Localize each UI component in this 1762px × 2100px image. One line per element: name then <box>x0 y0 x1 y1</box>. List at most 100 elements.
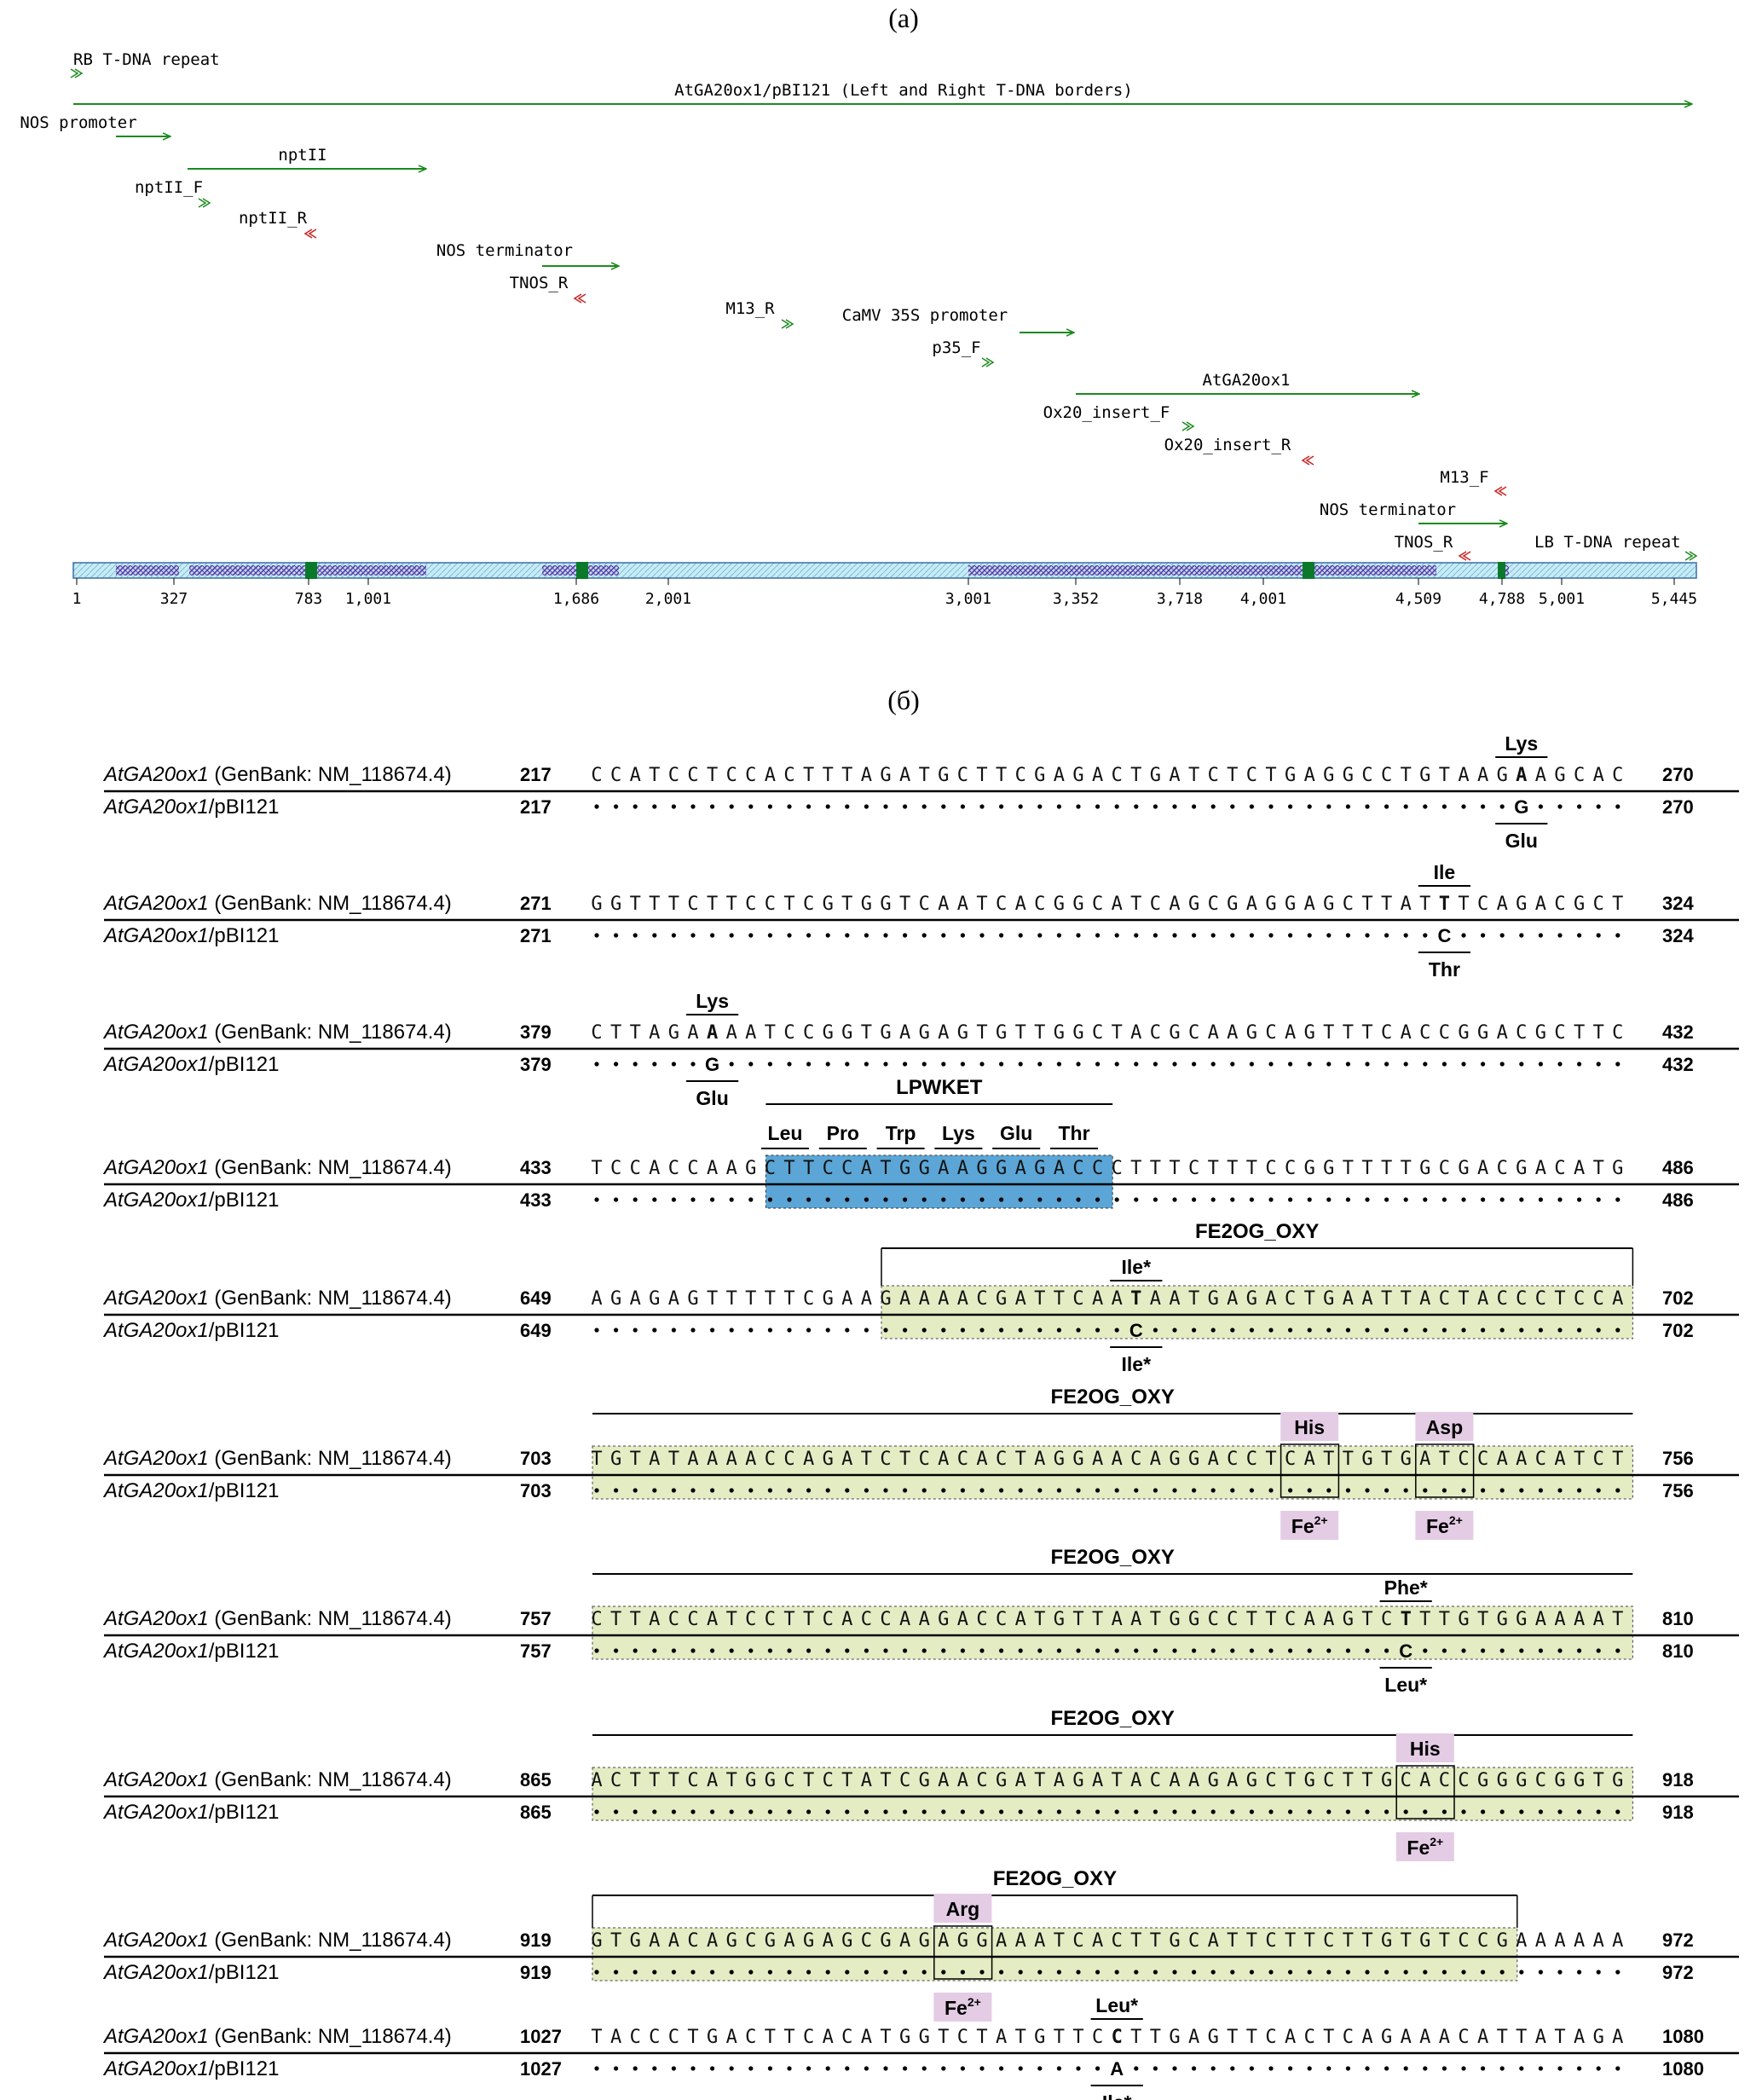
identity-dot <box>979 1970 985 1975</box>
identity-dot <box>979 933 985 938</box>
identity-dot <box>729 1197 734 1202</box>
ref-base: C <box>1304 2027 1315 2048</box>
ref-base: A <box>919 1609 930 1630</box>
identity-dot <box>921 1970 927 1975</box>
ref-base: T <box>707 894 718 915</box>
identity-dot <box>1210 1648 1216 1653</box>
ref-base: C <box>1497 1158 1508 1179</box>
identity-dot <box>614 1062 619 1067</box>
identity-dot <box>633 1328 638 1333</box>
ref-base: T <box>1246 1609 1257 1630</box>
ruler-tick-label: 3,001 <box>945 590 991 608</box>
ref-base: C <box>1593 894 1604 915</box>
ref-base: T <box>996 765 1007 786</box>
end-position: 270 <box>1662 764 1694 785</box>
ref-base: T <box>861 1449 872 1470</box>
ref-base: C <box>1265 2027 1276 2048</box>
ref-base: A <box>591 1288 602 1310</box>
ref-base: T <box>1092 1609 1103 1630</box>
identity-dot <box>1307 1648 1312 1653</box>
ref-base: C <box>783 1770 794 1791</box>
identity-dot <box>1596 1970 1601 1975</box>
identity-dot <box>1095 933 1101 938</box>
ref-base: G <box>1246 1770 1257 1791</box>
ref-base: T <box>1574 1022 1585 1044</box>
ref-base: T <box>687 2027 698 2048</box>
map-feature: TNOS_R <box>1395 533 1471 561</box>
identity-dot <box>671 1648 677 1653</box>
ref-base: A <box>1304 894 1315 915</box>
identity-dot <box>787 1970 792 1975</box>
identity-dot <box>1403 1970 1408 1975</box>
identity-dot <box>1403 1488 1408 1493</box>
feature-label: NOS terminator <box>1320 500 1456 519</box>
identity-dot <box>1384 804 1389 809</box>
identity-dot <box>845 804 850 809</box>
identity-dot <box>614 2066 619 2071</box>
identity-dot <box>1134 804 1139 809</box>
ref-base: G <box>610 1449 621 1470</box>
start-position: 1027 <box>520 2058 562 2080</box>
ref-base: C <box>1072 1158 1083 1179</box>
identity-dot <box>1037 1062 1043 1067</box>
identity-dot <box>1172 1970 1177 1975</box>
identity-dot <box>1056 804 1061 809</box>
alignment-block: AtGA20ox1 (GenBank: NM_118674.4)AtGA20ox… <box>102 1994 1739 2100</box>
ref-base: C <box>1439 1158 1450 1179</box>
identity-dot <box>806 1970 812 1975</box>
ref-base: A <box>803 1449 814 1470</box>
identity-dot <box>903 933 908 938</box>
ref-base: A <box>823 2027 834 2048</box>
end-position: 702 <box>1662 1320 1694 1341</box>
ref-base: G <box>1265 894 1276 915</box>
feature-label: nptII_R <box>239 209 308 228</box>
ref-base: G <box>1497 1770 1508 1791</box>
identity-dot <box>1461 1970 1466 1975</box>
ref-base: C <box>649 2027 660 2048</box>
codon-amino-acid: Glu <box>1000 1122 1032 1144</box>
ref-base: A <box>591 1770 602 1791</box>
identity-dot <box>1326 1062 1332 1067</box>
ref-base: C <box>745 765 756 786</box>
identity-dot <box>594 804 599 809</box>
ref-base: G <box>996 1022 1007 1044</box>
identity-dot <box>1577 1197 1582 1202</box>
identity-dot <box>825 1197 830 1202</box>
identity-dot <box>1134 1062 1139 1067</box>
ref-base: C <box>610 765 621 786</box>
residue-box <box>933 1894 992 1923</box>
identity-dot <box>1288 1970 1293 1975</box>
identity-dot <box>1403 1809 1408 1814</box>
ref-base: T <box>1130 1158 1141 1179</box>
map-feature: CaMV 35S promoter <box>842 306 1074 333</box>
ref-base: T <box>1034 1022 1045 1044</box>
identity-dot <box>1056 1062 1061 1067</box>
ref-base: A <box>745 1022 756 1044</box>
ref-base: T <box>1169 1158 1180 1179</box>
ref-base: T <box>841 1770 852 1791</box>
start-position: 865 <box>520 1769 552 1790</box>
identity-dot <box>1596 2066 1601 2071</box>
ref-base: C <box>976 1288 987 1310</box>
ref-base: T <box>1612 1609 1623 1630</box>
identity-dot <box>1076 804 1081 809</box>
feature-label: M13_F <box>1440 468 1488 487</box>
identity-dot <box>1365 1328 1370 1333</box>
ref-base: C <box>591 1609 602 1630</box>
identity-dot <box>652 1648 657 1653</box>
ref-base: G <box>996 1288 1007 1310</box>
domain-highlight <box>592 1767 1633 1821</box>
ref-base: G <box>726 1930 737 1952</box>
identity-dot <box>1577 1970 1582 1975</box>
start-position: 217 <box>520 796 552 818</box>
ref-base: A <box>1419 1449 1430 1470</box>
ref-base: G <box>841 1930 852 1952</box>
ref-base: T <box>1130 2027 1141 2048</box>
identity-dot <box>1076 1062 1081 1067</box>
ref-base: C <box>687 1158 698 1179</box>
identity-dot <box>1384 2066 1389 2071</box>
ref-base: C <box>1574 1288 1585 1310</box>
ref-base: G <box>919 1770 930 1791</box>
ref-base: A <box>1015 1288 1026 1310</box>
